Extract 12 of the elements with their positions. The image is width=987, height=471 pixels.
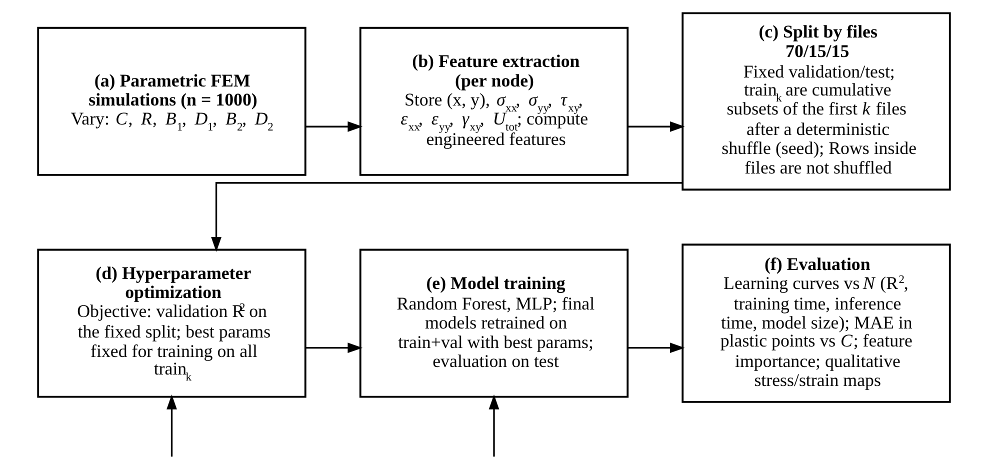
arrow xyxy=(305,121,362,132)
node-box: (b) Feature extraction (per node) Store (x, y), σ$_{xx}$, σ$_{yy}$, τ$_{xy}$, ε$_{xx}$, ε$_{yy}$, γ$_{xy}$, U$_{tot}$; compute engineered features xyxy=(358,26,628,176)
node-box: (f) Evaluation Learning curves vs N (R$^{2}$, training time, inference time, model size); MAE in plastic points vs C; feature importance; qualitative stress/strain maps xyxy=(681,244,950,403)
node-box: (e) Model training Random Forest, MLP; final models retrained on train+val with best params; evaluation on test xyxy=(358,248,628,398)
arrow xyxy=(627,342,684,354)
arrow xyxy=(627,121,684,132)
node-box: (c) Split by files 70/15/15 Fixed validation/test; train$_{k}$ are cumulative subsets of the first k files after a deterministic shuffle (seed); Rows inside files are not shuffled xyxy=(681,12,950,191)
node-box: (a) Parametric FEM simulations (n = 1000) Vary: C, R, B$_{1}$, D$_{1}$, B$_{2}$, D$_{2}$ xyxy=(36,26,306,176)
arrow xyxy=(488,394,499,457)
arrow xyxy=(166,394,176,457)
arrow xyxy=(305,342,362,354)
arrow xyxy=(210,182,682,252)
